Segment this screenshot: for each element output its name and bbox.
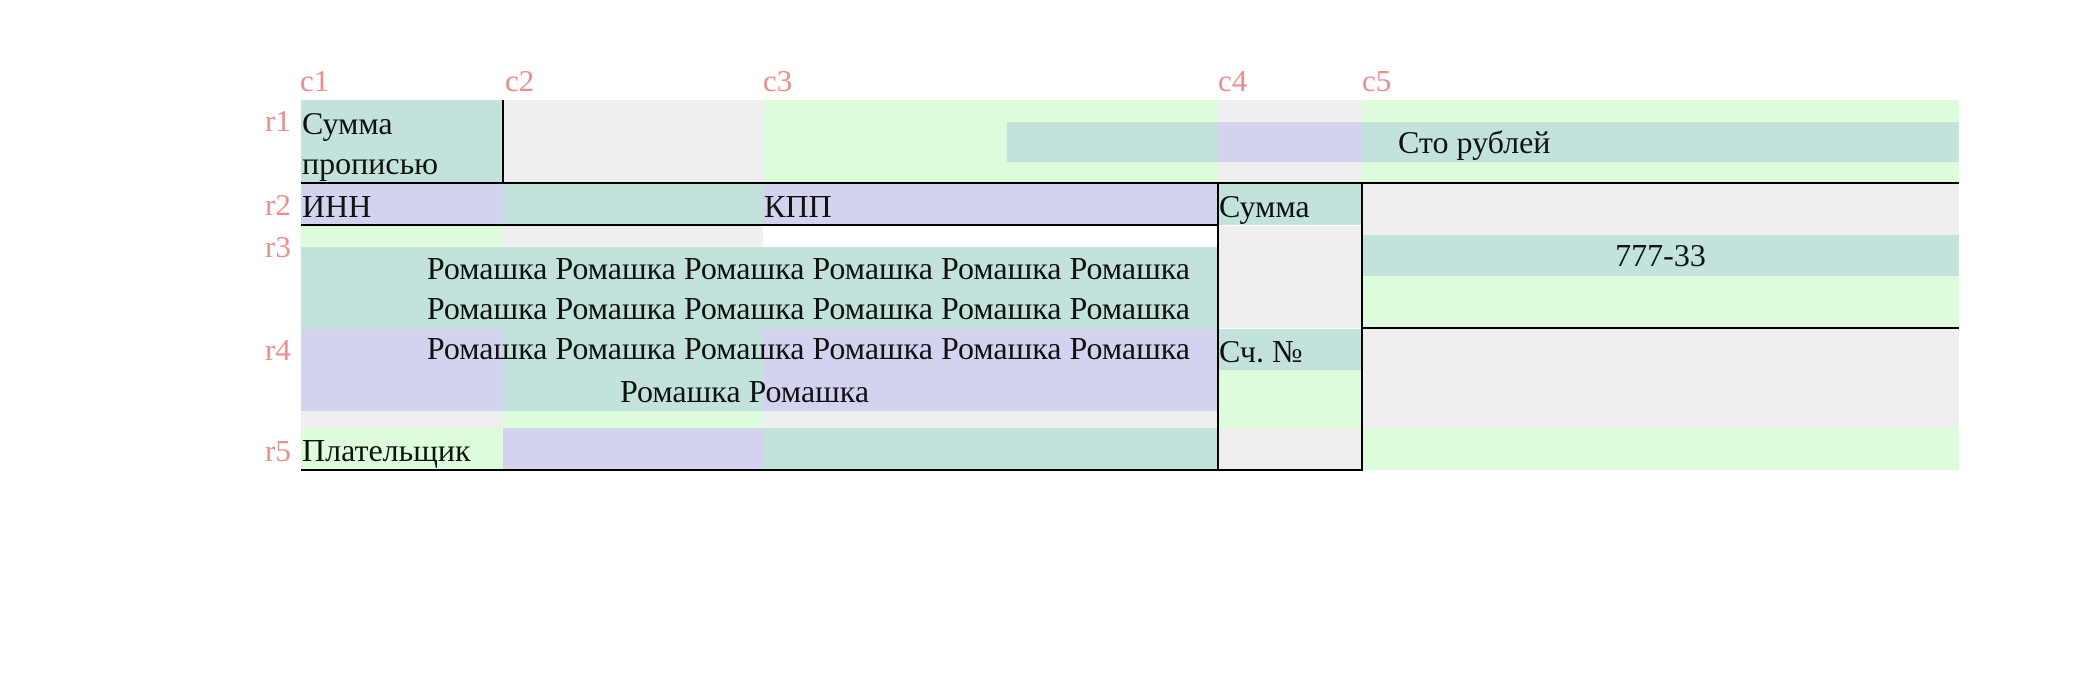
cell-r5-c4 (1218, 428, 1362, 470)
payer-name-line-1: Ромашка Ромашка Ромашка Ромашка Ромашка … (426, 250, 1190, 286)
payer-name-line-4: Ромашка Ромашка (620, 373, 870, 409)
row-label-r3: r3 (265, 229, 291, 264)
cell-account-label-below (1218, 370, 1362, 428)
column-label-c1: c1 (300, 63, 330, 98)
payer-name: Ромашка Ромашка Ромашка Ромашка Ромашка … (301, 248, 1190, 368)
border-amount-label-right (502, 100, 504, 184)
row-label-r4: r4 (265, 332, 291, 367)
cell-account-label (1218, 329, 1362, 370)
cell-amount-in-words-label (301, 100, 503, 183)
payer-name-block-e (763, 329, 1218, 411)
sum-label: Сумма (1219, 188, 1310, 224)
amount-in-words-label-line2: прописью (302, 145, 439, 181)
cell-r5-c2 (503, 428, 763, 470)
row-label-r1: r1 (265, 103, 291, 138)
cell-r1-c2-empty (503, 100, 763, 183)
payer-name-block-d (503, 329, 763, 411)
cell-sum-label (1218, 184, 1362, 225)
column-label-c5: c5 (1362, 63, 1392, 98)
cell-inn-label (301, 184, 503, 225)
border-form-bottom (301, 469, 1363, 471)
sum-value-green (1362, 276, 1959, 328)
amount-in-words-highlight-band-c5 (1362, 122, 1959, 162)
payer-name-block-a (301, 247, 763, 329)
amount-in-words-highlight-band-c4 (1218, 122, 1362, 162)
payer-name-block-c (301, 329, 503, 411)
amount-in-words-highlight-band (1007, 122, 1218, 162)
border-row2-bottom (301, 224, 1218, 226)
cell-inn-value (503, 184, 763, 225)
row-label-r5: r5 (265, 433, 291, 468)
payer-label: Плательщик (302, 432, 471, 468)
amount-in-words-label-line1: Сумма (302, 105, 393, 141)
cell-kpp (763, 184, 1218, 225)
column-label-c2: c2 (505, 63, 535, 98)
border-sum-value-bottom (1362, 327, 1959, 329)
column-label-c3: c3 (763, 63, 793, 98)
amount-in-words-value: Сто рублей (1398, 124, 1551, 160)
sum-value-highlight-band (1362, 235, 1959, 276)
border-row1-bottom (301, 182, 1959, 184)
cell-r5-c3 (763, 428, 1218, 470)
account-label: Сч. № (1219, 333, 1303, 369)
payer-name-block-b (763, 247, 1218, 329)
inn-label: ИНН (302, 188, 372, 224)
cell-r5-c5 (1362, 428, 1959, 470)
cell-r4-bottom-strip-green (503, 411, 763, 428)
cell-r3-c4 (1218, 226, 1362, 328)
payer-name-line-2: Ромашка Ромашка Ромашка Ромашка Ромашка … (426, 290, 1190, 326)
cell-payer-label (301, 428, 503, 470)
cell-account-value (1362, 329, 1959, 428)
payer-name-line-3: Ромашка Ромашка Ромашка Ромашка Ромашка … (426, 330, 1190, 366)
amount-in-words-label: Сумма прописью (302, 103, 438, 183)
sum-value: 777-33 (1615, 237, 1706, 273)
cell-r3-top-strip-green (301, 226, 503, 247)
border-sum-col-left (1217, 183, 1219, 471)
column-label-c4: c4 (1218, 63, 1248, 98)
row-label-r2: r2 (265, 187, 291, 222)
kpp-label: КПП (764, 188, 832, 224)
